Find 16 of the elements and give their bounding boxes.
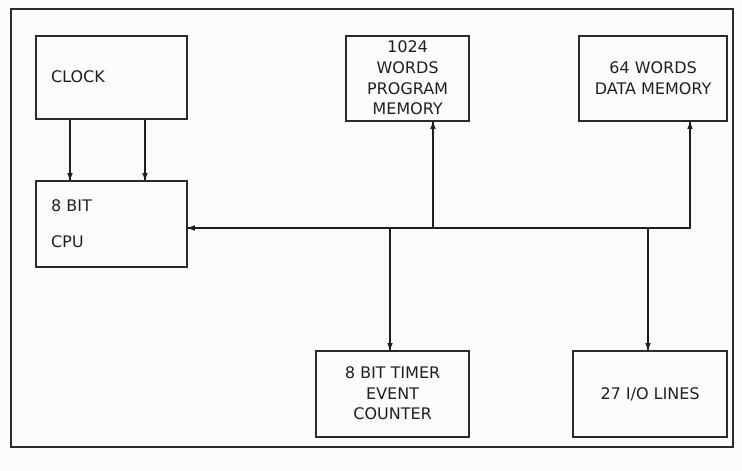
block-box xyxy=(35,35,188,120)
block-box xyxy=(35,180,188,268)
block-label: CPU xyxy=(51,232,84,252)
arrow xyxy=(188,225,651,350)
block-label: CLOCK xyxy=(51,67,105,88)
block-label: 8 BIT xyxy=(51,196,92,216)
arrow xyxy=(142,120,148,180)
block-box xyxy=(578,35,728,122)
arrow xyxy=(67,120,73,180)
block-box xyxy=(345,35,470,122)
block-box xyxy=(572,350,728,438)
block-label: 1024 WORDS PROGRAM MEMORY xyxy=(366,36,449,120)
block-label: 8 BIT TIMER EVENT COUNTER xyxy=(344,362,442,426)
block-box xyxy=(315,350,470,438)
block-label: 64 WORDS DATA MEMORY xyxy=(594,58,712,100)
block-label: 27 I/O LINES xyxy=(600,384,700,404)
